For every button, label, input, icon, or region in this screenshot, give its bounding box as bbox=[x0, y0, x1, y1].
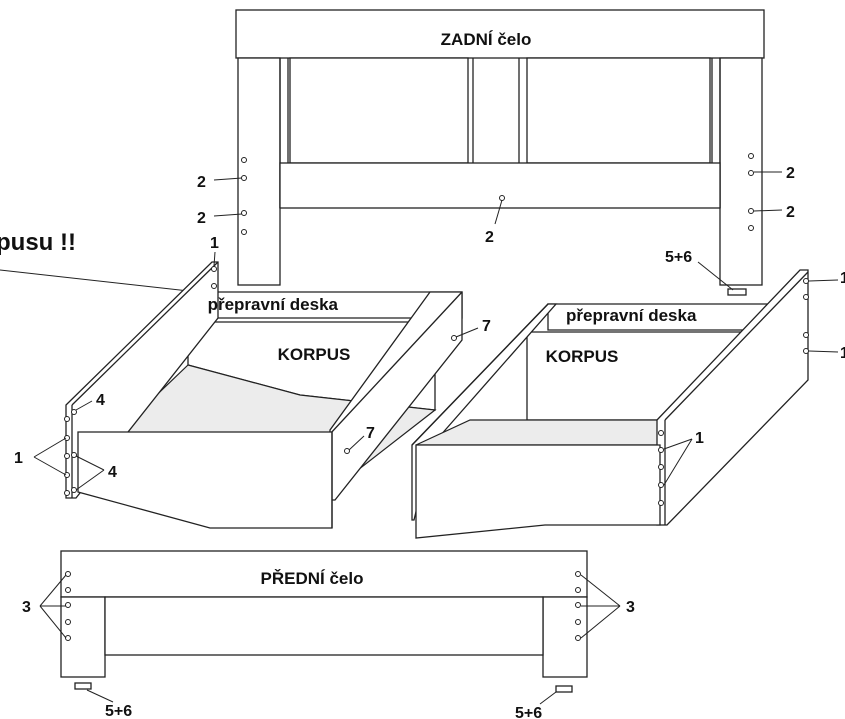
callout-rear-right-lower: 2 bbox=[786, 204, 795, 221]
callout-left-dowel-upper: 4 bbox=[96, 392, 105, 409]
callout-front-foot-right: 5+6 bbox=[515, 705, 542, 719]
callout-front-left-holes: 3 bbox=[22, 599, 31, 616]
callout-rear-left-upper: 2 bbox=[197, 174, 206, 191]
front-left-foot bbox=[74, 682, 92, 690]
callout-left-panel-upper: 7 bbox=[482, 318, 491, 335]
rear-foot-glide bbox=[727, 288, 747, 296]
callout-left-dowel-lower: 4 bbox=[108, 464, 117, 481]
left-transport-board-label: přepravní deska bbox=[208, 295, 339, 314]
callout-rear-foot: 5+6 bbox=[665, 249, 692, 266]
callout-left-side-top: 1 bbox=[210, 235, 219, 252]
left-body: přepravní deska KORPUS 1 4 1 4 7 7 bbox=[14, 235, 491, 529]
front-rail bbox=[104, 596, 544, 656]
callout-front-foot-left: 5+6 bbox=[105, 703, 132, 719]
callout-left-side-holes: 1 bbox=[14, 450, 23, 467]
right-body-label: KORPUS bbox=[546, 347, 619, 366]
right-transport-board-label: přepravní deska bbox=[566, 306, 697, 325]
rear-left-leg bbox=[237, 57, 281, 286]
rear-right-slat bbox=[526, 57, 711, 164]
callout-front-right-holes: 3 bbox=[626, 599, 635, 616]
callout-right-side-lower: 1 bbox=[840, 345, 845, 362]
rear-left-slat bbox=[289, 57, 469, 164]
callout-right-side-top: 1 bbox=[840, 270, 845, 287]
front-board-label: PŘEDNÍ čelo bbox=[261, 569, 364, 588]
callout-rear-right-upper: 2 bbox=[786, 165, 795, 182]
warning-text: pusu !! bbox=[0, 229, 76, 256]
front-right-foot bbox=[555, 685, 573, 693]
front-board: PŘEDNÍ čelo 3 3 5+6 5+6 bbox=[22, 550, 635, 719]
rear-board: ZADNÍ čelo 2 2 2 2 2 5+6 bbox=[197, 9, 795, 296]
callout-rear-left-lower: 2 bbox=[197, 210, 206, 227]
left-body-label: KORPUS bbox=[278, 345, 351, 364]
right-body: přepravní deska KORPUS 1 1 1 bbox=[411, 269, 845, 539]
rear-board-label: ZADNÍ čelo bbox=[441, 30, 532, 49]
rear-rail bbox=[279, 162, 721, 209]
callout-left-panel-lower: 7 bbox=[366, 425, 375, 442]
callout-rear-rail: 2 bbox=[485, 229, 494, 246]
callout-right-body-holes: 1 bbox=[695, 430, 704, 447]
